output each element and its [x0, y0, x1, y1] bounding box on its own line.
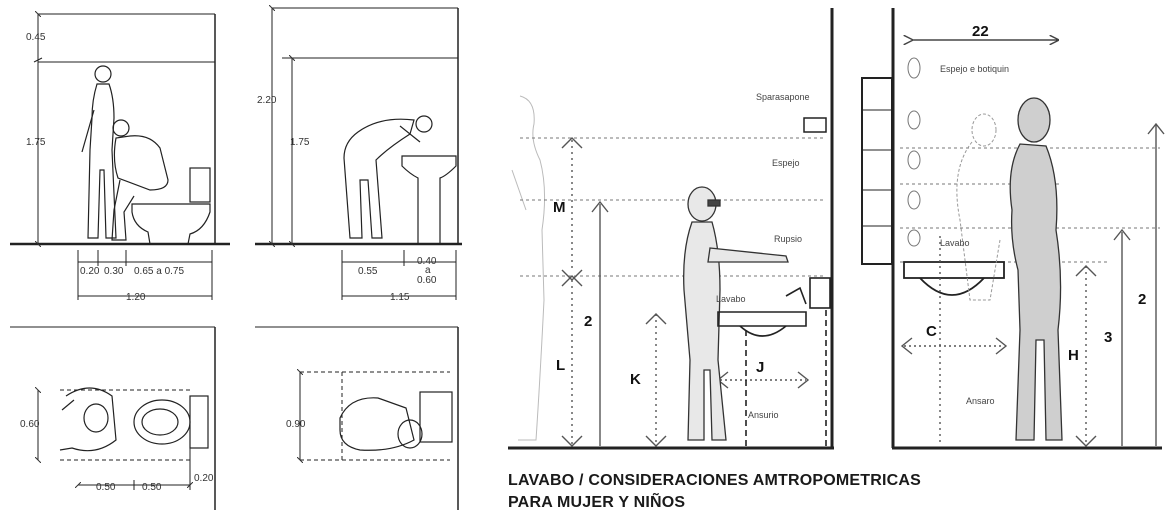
- plan-tank-label: 0.20: [194, 473, 214, 484]
- dim-total-label: 1.15: [390, 292, 410, 303]
- letter-2: 2: [584, 313, 592, 330]
- dim-22-label: 22: [972, 23, 989, 40]
- sink-plan-basin: [419, 391, 453, 443]
- letter-j: J: [756, 359, 764, 376]
- letter-c: C: [926, 323, 937, 340]
- ghost-bending-figure: [956, 113, 1001, 301]
- soap-dispenser: [803, 117, 827, 133]
- ghost-woman-figure: [511, 95, 546, 441]
- caption-line-2: PARA MUJER Y NIÑOS: [508, 494, 686, 511]
- women-sink-panel: [861, 8, 1165, 450]
- dim-mid-gap-label: 0.30: [104, 266, 124, 277]
- sink-elevation-panel: [255, 8, 462, 300]
- sink-plan-panel: [255, 326, 459, 510]
- toilet-plan-drawing: [133, 395, 209, 449]
- toilet-plan-panel: [10, 326, 216, 510]
- plan-a-label: 0.50: [96, 482, 116, 493]
- letter-k: K: [630, 371, 641, 388]
- bending-person-figure: [343, 115, 433, 239]
- dim-range-label: 0.65 a 0.75: [134, 266, 184, 277]
- letter-h: H: [1068, 347, 1079, 364]
- caption-line-1: LAVABO / CONSIDERACIONES AMTROPOMETRICAS: [508, 472, 922, 489]
- seated-person-figure: [111, 119, 169, 241]
- dim-sink-b-label: 0.60: [417, 275, 437, 286]
- dim-person-label: 1.75: [290, 137, 310, 148]
- dim-sink-a-label: 0.40: [417, 256, 437, 267]
- pedestal-sink-drawing: [401, 155, 457, 245]
- dim-overall-label: 2.20: [257, 95, 277, 106]
- plan-b-label: 0.50: [142, 482, 162, 493]
- label-mirror: Espejo: [772, 158, 800, 168]
- dim-left-label: 0.55: [358, 266, 378, 277]
- dim-top-label: 0.45: [26, 32, 46, 43]
- label-sink: Lavabo: [716, 294, 746, 304]
- label-dispenser: Sparasapone: [756, 92, 810, 102]
- plan-person-figure: [59, 387, 117, 452]
- label-faucet: Rupsio: [774, 234, 802, 244]
- dim-height-label: 1.75: [26, 137, 46, 148]
- label-sink: Lavabo: [940, 238, 970, 248]
- label-trap: Ansurio: [748, 410, 779, 420]
- standing-person-figure: [81, 65, 117, 239]
- plan-depth-label: 0.60: [20, 419, 40, 430]
- letter-m: M: [553, 199, 566, 216]
- dim-left-gap-label: 0.20: [80, 266, 100, 277]
- letter-2: 2: [1138, 291, 1146, 308]
- children-sink-panel: [508, 8, 834, 450]
- shelf-bottles: [907, 57, 921, 247]
- child-figure: [683, 186, 789, 441]
- label-trap: Ansaro: [966, 396, 995, 406]
- dim-total-label: 1.20: [126, 292, 146, 303]
- medicine-cabinet: [861, 77, 893, 265]
- label-shelf: Espejo e botiquin: [940, 64, 1009, 74]
- woman-figure: [1009, 97, 1063, 441]
- toilet-side-drawing: [131, 167, 211, 245]
- toilet-elevation-panel: [10, 14, 230, 300]
- letter-l: L: [556, 357, 565, 374]
- dim-sink-sep-label: a: [425, 265, 431, 276]
- women-sink: [903, 261, 1005, 296]
- letter-3: 3: [1104, 329, 1112, 346]
- plan-sink-depth-label: 0.90: [286, 419, 306, 430]
- children-sink: [717, 277, 831, 446]
- plan-bending-person-figure: [339, 397, 423, 451]
